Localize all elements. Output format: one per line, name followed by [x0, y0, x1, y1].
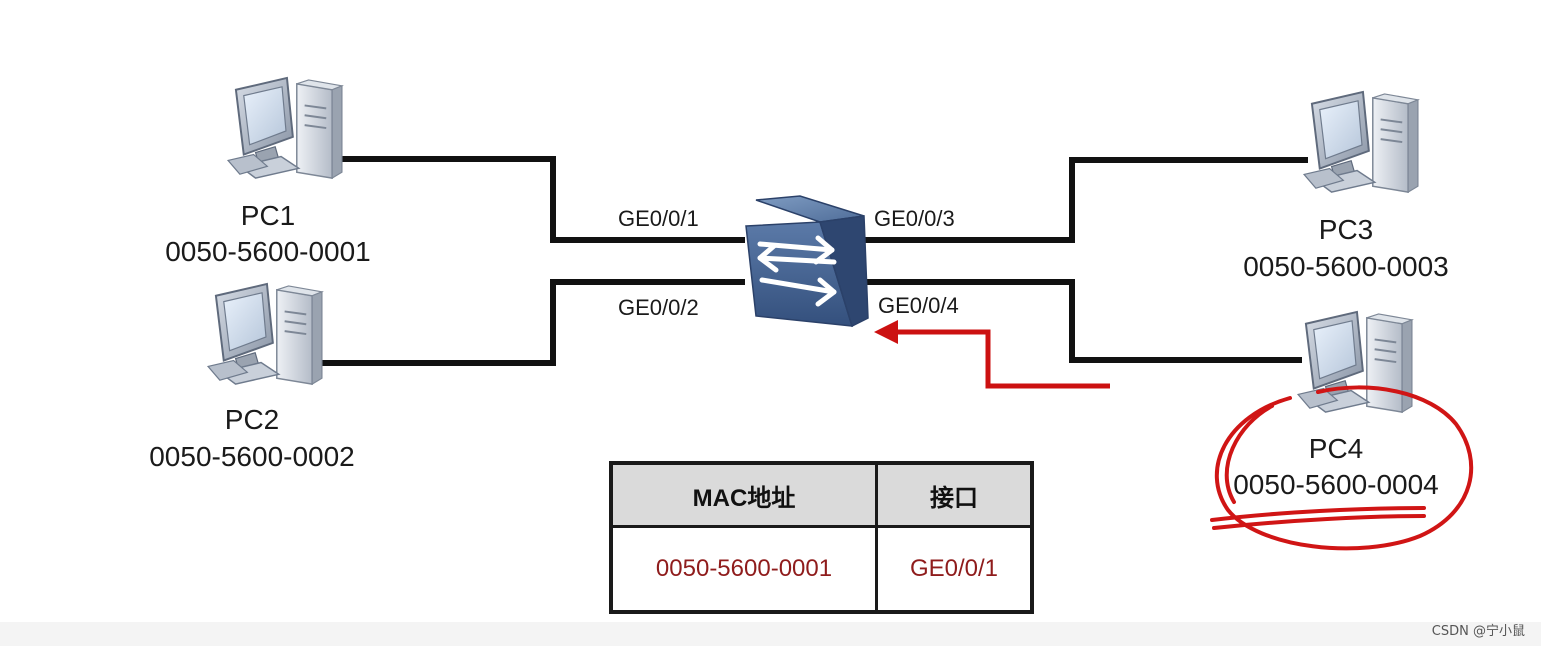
annotation-circle [1210, 385, 1474, 551]
table-row: 0050-5600-0001 GE0/0/1 [609, 525, 1034, 614]
cable-pc1 [338, 156, 745, 243]
cable-pc3 [862, 157, 1308, 243]
cell-mac: 0050-5600-0001 [609, 525, 878, 614]
pc3-icon [1303, 90, 1419, 194]
port-label-ge003: GE0/0/3 [874, 206, 955, 231]
switch-icon [745, 195, 869, 328]
pc1-mac: 0050-5600-0001 [165, 236, 371, 267]
pc3-name: PC3 [1318, 214, 1374, 245]
cable-pc4 [862, 279, 1302, 363]
table-header-row: MAC地址 接口 [609, 461, 1034, 528]
pc3-mac: 0050-5600-0003 [1243, 251, 1449, 282]
mac-address-table: MAC地址 接口 0050-5600-0001 GE0/0/1 [609, 461, 1034, 614]
pc2-icon [207, 282, 323, 386]
port-label-ge004: GE0/0/4 [878, 293, 959, 318]
pc4-icon [1297, 310, 1413, 414]
cable-pc2 [318, 279, 745, 366]
pc2-name: PC2 [224, 404, 280, 435]
pc1-icon [227, 76, 343, 180]
pc2-mac: 0050-5600-0002 [149, 441, 355, 472]
pc4-name: PC4 [1308, 433, 1364, 464]
annotation-arrow [874, 320, 1110, 389]
footer-bar [0, 622, 1541, 646]
cell-port: GE0/0/1 [875, 525, 1034, 614]
column-header-port: 接口 [875, 461, 1034, 528]
port-label-ge001: GE0/0/1 [618, 206, 699, 231]
watermark: CSDN @宁小鼠 [1431, 624, 1525, 639]
pc1-name: PC1 [240, 200, 296, 231]
pc4-mac: 0050-5600-0004 [1233, 469, 1439, 500]
port-label-ge002: GE0/0/2 [618, 295, 699, 320]
column-header-mac: MAC地址 [609, 461, 878, 528]
